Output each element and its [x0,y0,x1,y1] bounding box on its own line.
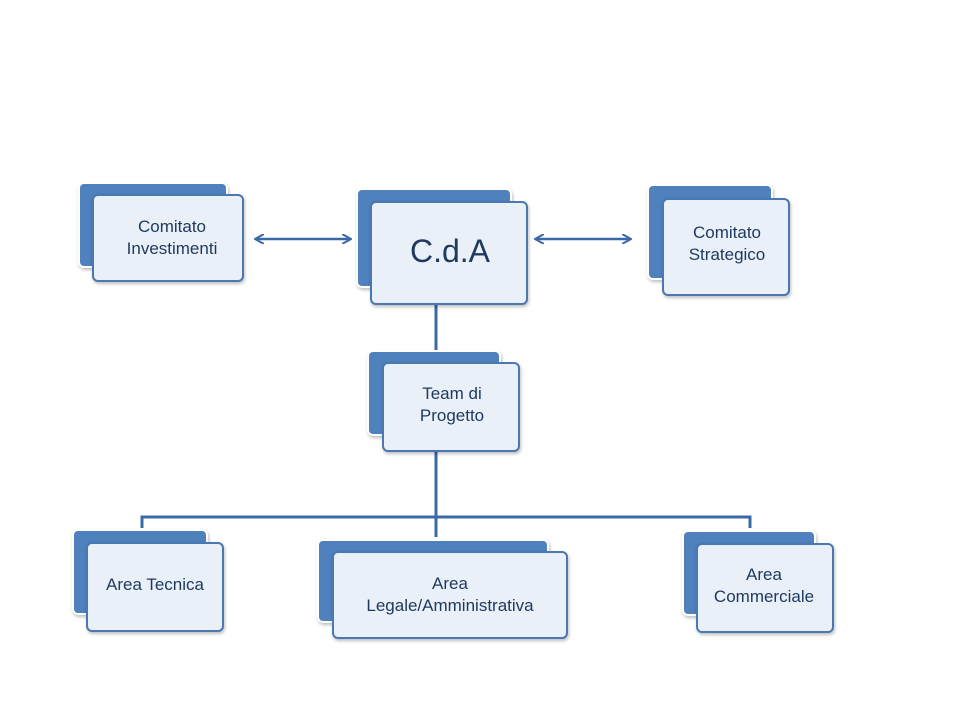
node-comitato-strategico: Comitato Strategico [647,184,793,298]
node-team-progetto: Team di Progetto [367,350,523,454]
node-area-tecnica: Area Tecnica [72,529,228,633]
node-label: Comitato Strategico [688,223,766,264]
node-label: Area Legale/Amministrativa [366,574,534,615]
node-area-commerciale: Area Commerciale [682,530,838,634]
node-label: C.d.A [409,233,491,269]
node-label: Area Tecnica [106,575,204,594]
node-area-legale: Area Legale/Amministrativa [317,539,571,643]
node-cda: C.d.A [356,188,532,306]
node-comitato-investimenti: Comitato Investimenti [78,182,246,284]
connector-bus [140,515,752,528]
node-label: Area Commerciale [713,565,815,606]
node-label: Comitato Investimenti [126,217,218,258]
node-label: Team di Progetto [419,384,485,425]
